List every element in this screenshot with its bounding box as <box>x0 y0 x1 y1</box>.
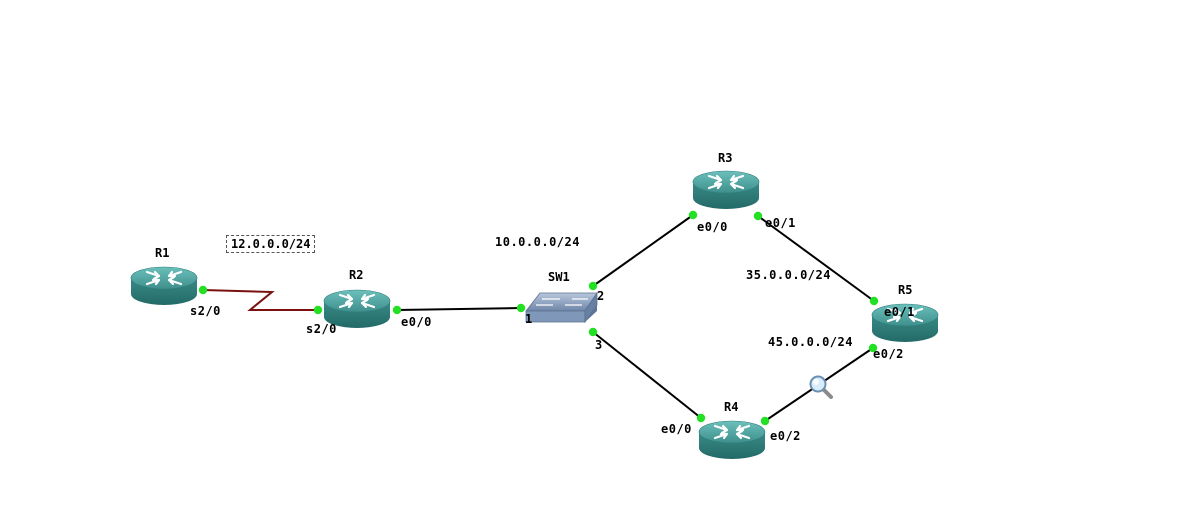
port-dot <box>688 210 698 220</box>
interface-label: s2/0 <box>190 304 221 318</box>
port-dot <box>753 211 763 221</box>
link-sw1-r3[interactable] <box>592 214 694 287</box>
port-dot <box>588 327 598 337</box>
interface-label: e0/0 <box>697 220 728 234</box>
network-label-35: 35.0.0.0/24 <box>746 268 831 282</box>
link-r1-r2-serial[interactable] <box>202 289 318 311</box>
link-r3-r5[interactable] <box>757 215 875 302</box>
port-dot <box>313 305 323 315</box>
interface-label: e0/2 <box>873 347 904 361</box>
interface-label: e0/1 <box>884 305 915 319</box>
port-dot <box>868 343 878 353</box>
port-dot <box>198 285 208 295</box>
node-label-r1: R1 <box>155 246 170 260</box>
interface-label: e0/0 <box>661 422 692 436</box>
switch-sw1-icon[interactable] <box>525 291 598 324</box>
interface-label: 1 <box>525 312 533 326</box>
port-dot <box>869 296 879 306</box>
port-dots <box>198 210 879 426</box>
network-note-12[interactable]: 12.0.0.0/24 <box>226 235 316 253</box>
interface-label: 3 <box>595 338 603 352</box>
node-label-r4: R4 <box>724 400 739 414</box>
node-label-r5: R5 <box>898 283 913 297</box>
network-label-10: 10.0.0.0/24 <box>495 235 580 249</box>
router-r1-icon[interactable] <box>129 265 199 307</box>
node-label-r3: R3 <box>718 151 733 165</box>
port-dot <box>588 281 598 291</box>
port-dot <box>696 413 706 423</box>
interface-label: e0/2 <box>770 429 801 443</box>
interface-label: 2 <box>597 289 605 303</box>
link-sw1-r4[interactable] <box>592 331 702 419</box>
interface-label: e0/1 <box>765 216 796 230</box>
network-label-45: 45.0.0.0/24 <box>768 335 853 349</box>
router-r3-icon[interactable] <box>691 169 761 211</box>
interface-label: s2/0 <box>306 322 337 336</box>
link-r2-sw1[interactable] <box>396 307 522 311</box>
magnifier-icon[interactable] <box>809 375 833 399</box>
port-dot <box>392 305 402 315</box>
port-dot <box>760 416 770 426</box>
interface-label: e0/0 <box>401 315 432 329</box>
node-label-r2: R2 <box>349 268 364 282</box>
port-dot <box>516 303 526 313</box>
router-r4-icon[interactable] <box>697 419 767 461</box>
node-label-sw1: SW1 <box>548 270 570 284</box>
